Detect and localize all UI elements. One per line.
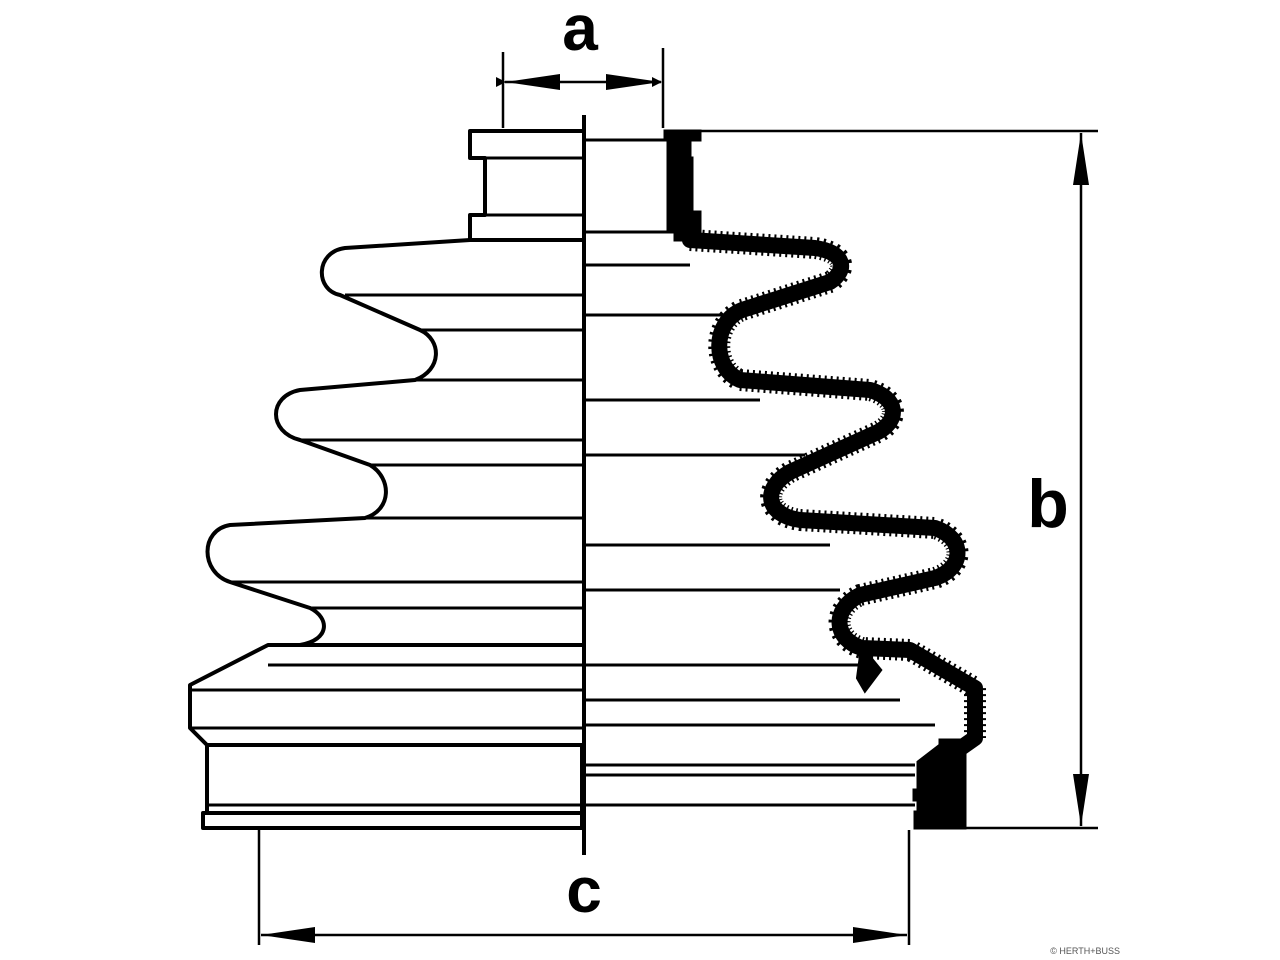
arrowhead-b-bottom [1073, 774, 1089, 826]
label-c: c [566, 854, 602, 926]
arrowhead-a-left [505, 74, 560, 90]
arrowhead-b-top [1073, 133, 1089, 185]
arrowhead-c-left [261, 927, 315, 943]
bellows-outline [205, 238, 582, 647]
dimension-c [257, 830, 911, 945]
label-a: a [562, 0, 598, 64]
section-rib-lines [586, 138, 935, 807]
dimension-b [700, 129, 1098, 830]
bottom-collar [205, 743, 584, 815]
exterior-rib-lines [190, 156, 582, 807]
bottom-cone [188, 643, 582, 747]
boot-exterior-half [188, 129, 584, 830]
boot-section-half [586, 129, 986, 830]
section-bottom-nub [855, 643, 883, 694]
arrowhead-a-right [606, 74, 661, 90]
label-b: b [1027, 466, 1069, 542]
section-bellows-wall [682, 232, 983, 758]
watermark: © HERTH+BUSS [1050, 946, 1120, 956]
arrowhead-c-right [853, 927, 907, 943]
top-collar [468, 129, 582, 242]
section-texture [689, 229, 986, 738]
bottom-lip [201, 811, 584, 830]
section-bottom-wall [912, 738, 967, 830]
section-top-wall [663, 129, 702, 242]
